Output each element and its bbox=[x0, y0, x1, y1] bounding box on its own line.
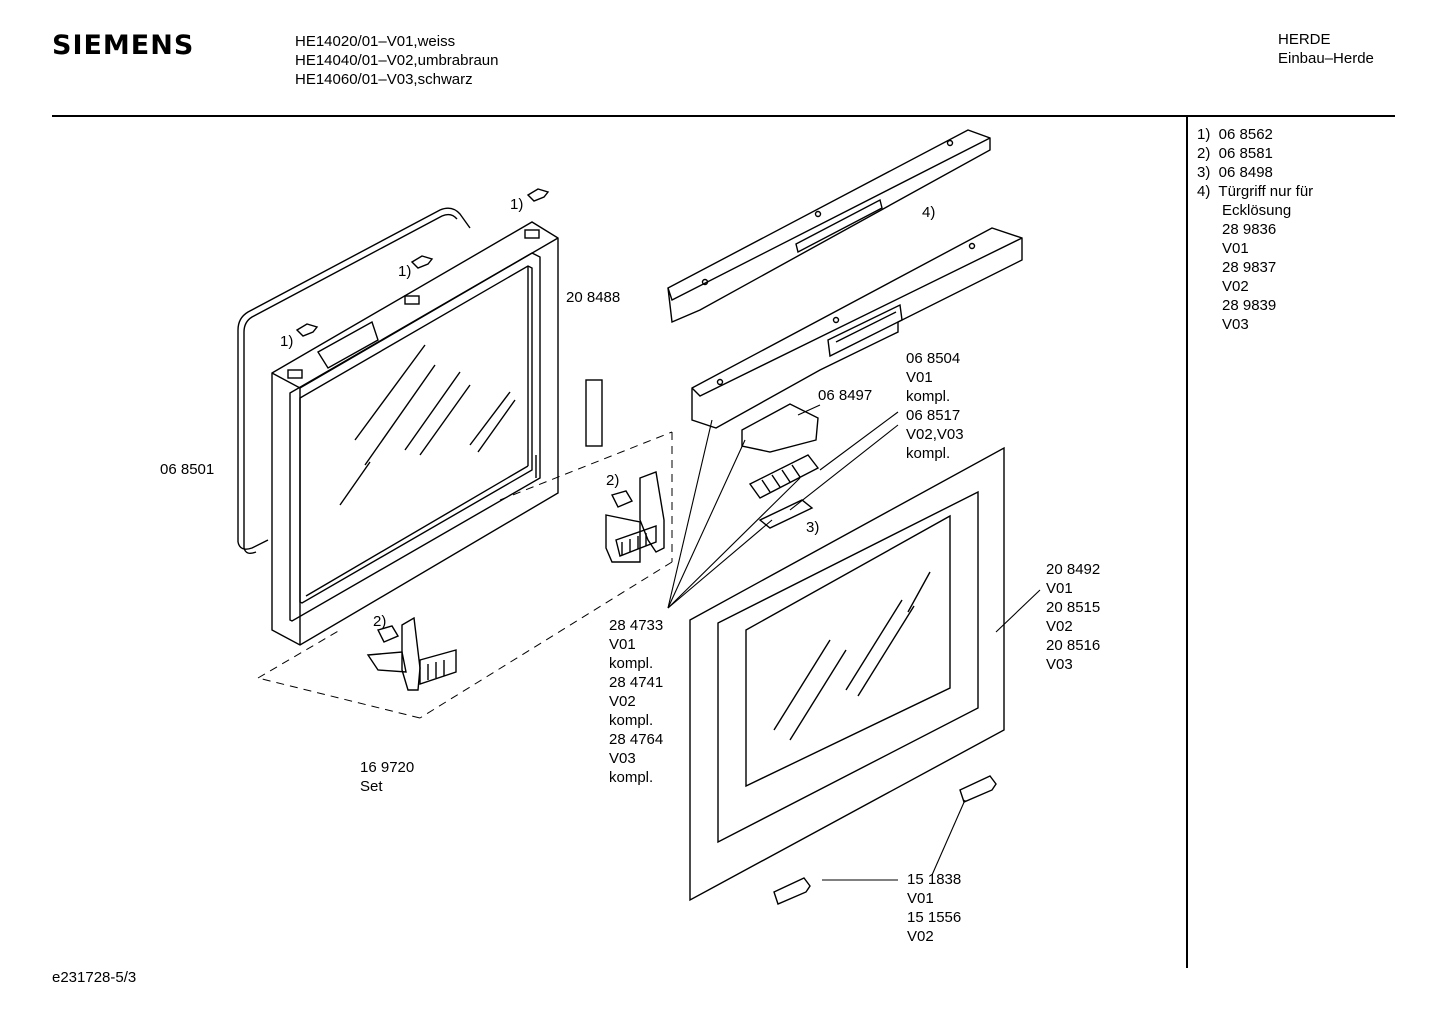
label-handle-4: 4) bbox=[922, 204, 936, 221]
legend-line: Ecklösung bbox=[1197, 202, 1292, 219]
label-line: kompl. bbox=[906, 388, 951, 405]
assembly-guide-lines bbox=[257, 431, 673, 719]
label-line: kompl. bbox=[609, 769, 654, 786]
label-line: 15 1556 bbox=[907, 909, 962, 926]
category: HERDE bbox=[1278, 31, 1331, 48]
label-line: 28 4764 bbox=[609, 731, 664, 748]
inner-door-frame bbox=[271, 221, 559, 646]
label-hinge-parts: 28 4733 V01 kompl. 28 4741 V02 kompl. 28… bbox=[609, 616, 663, 787]
leader-lines bbox=[667, 404, 1041, 881]
brand-logo: SIEMENS bbox=[52, 30, 195, 61]
label-hinge-2-lower: 2) bbox=[373, 613, 387, 630]
glass-clip-parts bbox=[773, 775, 997, 905]
legend-line: 28 9839 bbox=[1197, 297, 1277, 314]
hinge-upper bbox=[605, 471, 665, 563]
label-line: V01 bbox=[609, 636, 636, 653]
legend-line: 28 9836 bbox=[1197, 221, 1277, 238]
legend-line: 2) 06 8581 bbox=[1197, 145, 1273, 162]
label-line: kompl. bbox=[609, 712, 654, 729]
label-gasket: 06 8501 bbox=[160, 461, 215, 478]
parts-legend: 1) 06 8562 2) 06 8581 3) 06 8498 4) Türg… bbox=[1197, 125, 1313, 334]
label-line: V01 bbox=[907, 890, 934, 907]
legend-line: 1) 06 8562 bbox=[1197, 126, 1273, 143]
document-code: e231728-5/3 bbox=[52, 969, 137, 986]
legend-line: 28 9837 bbox=[1197, 259, 1277, 276]
legend-line: V03 bbox=[1197, 316, 1249, 333]
label-hinge-clip-1a: 1) bbox=[510, 196, 524, 213]
hinge-lower bbox=[366, 616, 457, 691]
label-seal-3: 3) bbox=[806, 519, 820, 536]
legend-line: V01 bbox=[1197, 240, 1249, 257]
label-line: kompl. bbox=[906, 445, 951, 462]
label-line: 28 4733 bbox=[609, 617, 664, 634]
label-line: V03 bbox=[1046, 656, 1073, 673]
label-hinge-clip-1c: 1) bbox=[280, 333, 294, 350]
label-line: V02 bbox=[609, 693, 636, 710]
label-line: V01 bbox=[906, 369, 933, 386]
model-line: HE14040/01–V02,umbrabraun bbox=[295, 52, 499, 69]
model-list: HE14020/01–V01,weiss HE14040/01–V02,umbr… bbox=[295, 32, 498, 89]
subcategory: Einbau–Herde bbox=[1278, 50, 1374, 67]
label-line: 20 8492 bbox=[1046, 561, 1101, 578]
label-glass-clips: 15 1838 V01 15 1556 V02 bbox=[907, 870, 961, 946]
label-line: V01 bbox=[1046, 580, 1073, 597]
label-line: 06 8504 bbox=[906, 350, 961, 367]
label-line: 20 8516 bbox=[1046, 637, 1101, 654]
label-line: 28 4741 bbox=[609, 674, 664, 691]
label-line: 06 8517 bbox=[906, 407, 961, 424]
handle-rail bbox=[691, 227, 1023, 429]
model-line: HE14060/01–V03,schwarz bbox=[295, 71, 473, 88]
label-hinge-clip-1b: 1) bbox=[398, 263, 412, 280]
label-inner-door: 20 8488 bbox=[566, 289, 621, 306]
legend-line: V02 bbox=[1197, 278, 1249, 295]
label-cover-part: 06 8497 bbox=[818, 387, 873, 404]
label-hinge-2-upper: 2) bbox=[606, 472, 620, 489]
grip-part bbox=[748, 454, 820, 499]
label-line: Set bbox=[360, 778, 383, 795]
model-line: HE14020/01–V01,weiss bbox=[295, 33, 456, 50]
label-line: V03 bbox=[609, 750, 636, 767]
label-line: 15 1838 bbox=[907, 871, 962, 888]
label-outer-glass: 20 8492 V01 20 8515 V02 20 8516 V03 bbox=[1046, 560, 1100, 674]
label-handle-parts: 06 8504 V01 kompl. 06 8517 V02,V03 kompl… bbox=[906, 349, 964, 463]
hinge-clip-parts bbox=[295, 188, 550, 337]
legend-line: 3) 06 8498 bbox=[1197, 164, 1273, 181]
door-strip bbox=[585, 379, 603, 447]
category-block: HERDE Einbau–Herde bbox=[1278, 30, 1374, 68]
seal-part bbox=[758, 499, 814, 529]
label-line: 20 8515 bbox=[1046, 599, 1101, 616]
label-line: V02 bbox=[907, 928, 934, 945]
label-line: V02,V03 bbox=[906, 426, 964, 443]
outer-door-glass bbox=[689, 446, 1005, 902]
label-line: kompl. bbox=[609, 655, 654, 672]
label-hinge-set: 16 9720 Set bbox=[360, 758, 414, 796]
legend-line: 4) Türgriff nur für bbox=[1197, 183, 1314, 200]
handle-cover bbox=[667, 129, 991, 324]
label-line: 16 9720 bbox=[360, 759, 415, 776]
door-gasket bbox=[237, 207, 471, 555]
label-line: V02 bbox=[1046, 618, 1073, 635]
